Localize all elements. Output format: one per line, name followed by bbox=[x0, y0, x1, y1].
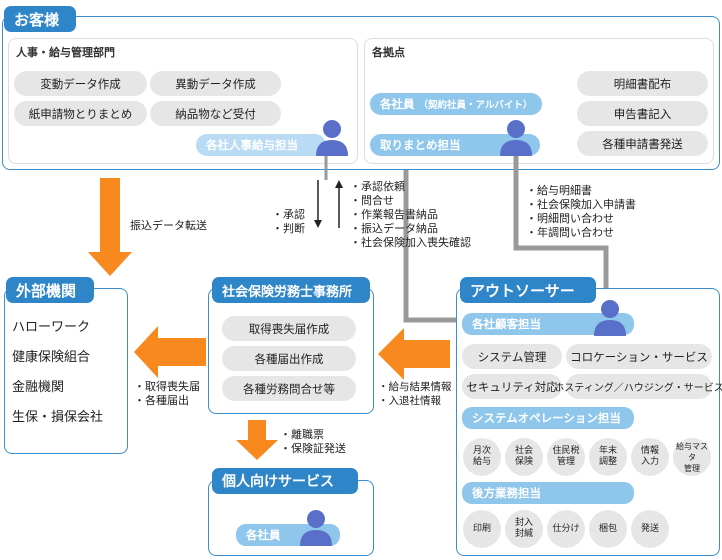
person-icon bbox=[300, 510, 332, 546]
client-item: システム管理 bbox=[462, 344, 562, 369]
flow-personal-item: ・保険証発送 bbox=[280, 442, 346, 455]
back-item: 発送 bbox=[631, 510, 669, 548]
flow-transfer: 振込データ転送 bbox=[130, 219, 207, 232]
sites-title: 各拠点 bbox=[372, 46, 405, 59]
flow-to-personal: ・離職票 ・保険証発送 bbox=[280, 428, 346, 456]
personal-title: 個人向けサービス bbox=[212, 468, 358, 494]
customer-title: お客様 bbox=[4, 6, 76, 32]
back-item: 封入 封緘 bbox=[505, 510, 543, 548]
hr-dept-title: 人事・給与管理部門 bbox=[16, 46, 115, 59]
person-icon bbox=[500, 120, 532, 156]
hr-item: 納品物など受付 bbox=[150, 101, 281, 126]
external-item: ハローワーク bbox=[12, 320, 91, 335]
sites-person-sub: （契約社員・アルバイト） bbox=[418, 100, 533, 111]
flow-staff-item: ・給与明細書 bbox=[526, 184, 592, 197]
ops-item: 情報 入力 bbox=[631, 438, 669, 476]
person-icon bbox=[316, 120, 348, 156]
sites-item: 申告書記入 bbox=[577, 101, 708, 126]
hr-item: 異動データ作成 bbox=[150, 71, 281, 96]
office-item: 各種届出作成 bbox=[222, 346, 356, 371]
back-label: 後方業務担当 bbox=[462, 482, 634, 504]
outsourcer-title: アウトソーサー bbox=[460, 277, 596, 303]
office-item: 取得喪失届作成 bbox=[222, 316, 356, 341]
flow-request-item: ・振込データ納品 bbox=[350, 222, 438, 235]
coordinator-label: 取りまとめ担当 bbox=[370, 134, 540, 156]
hr-item: 変動データ作成 bbox=[14, 71, 147, 96]
flow-personal-item: ・離職票 bbox=[280, 428, 324, 441]
external-panel bbox=[4, 288, 128, 454]
external-item: 生保・損保会社 bbox=[12, 410, 104, 425]
sites-item: 各種申請書発送 bbox=[577, 131, 708, 156]
flow-approve: ・承認 ・判断 bbox=[272, 208, 305, 236]
ops-item: 住民税 管理 bbox=[547, 438, 585, 476]
flow-request-item: ・社会保険加入喪失確認 bbox=[350, 236, 471, 249]
ops-item: 月次 給与 bbox=[463, 438, 501, 476]
flow-request-item: ・問合せ bbox=[350, 194, 394, 207]
flow-to-office: ・給与結果情報 ・入退社情報 bbox=[378, 380, 452, 408]
office-item: 各種労務問合せ等 bbox=[222, 376, 356, 401]
external-item: 金融機関 bbox=[12, 380, 65, 395]
sites-person-label: 各社員（契約社員・アルバイト） bbox=[370, 93, 542, 115]
flow-request-item: ・承認依頼 bbox=[350, 180, 405, 193]
client-item: ホスティング／ハウジング・サービス bbox=[554, 374, 722, 399]
flow-staff-item: ・社会保険加入申請書 bbox=[526, 198, 636, 211]
ops-item: 年末 調整 bbox=[589, 438, 627, 476]
flow-external-item: ・各種届出 bbox=[134, 394, 189, 407]
external-title: 外部機関 bbox=[6, 277, 94, 303]
client-label: 各社顧客担当 bbox=[462, 313, 634, 335]
external-item: 健康保険組合 bbox=[12, 350, 91, 365]
flow-request-item: ・作業報告書納品 bbox=[350, 208, 438, 221]
flow-staff-item: ・明細問い合わせ bbox=[526, 212, 614, 225]
client-item: コロケーション・サービス bbox=[566, 344, 712, 369]
client-item: セキュリティ対応 bbox=[462, 374, 562, 399]
office-title: 社会保険労務士事務所 bbox=[212, 277, 370, 303]
flow-approve-item: ・判断 bbox=[272, 222, 305, 235]
flow-approve-item: ・承認 bbox=[272, 208, 305, 221]
sites-person-name: 各社員 bbox=[380, 97, 415, 111]
flow-external-item: ・取得喪失届 bbox=[134, 380, 200, 393]
ops-label: システムオペレーション担当 bbox=[462, 407, 634, 429]
ops-item: 給与マスタ 管理 bbox=[673, 438, 711, 476]
flow-requests: ・承認依頼 ・問合せ ・作業報告書納品 ・振込データ納品 ・社会保険加入喪失確認 bbox=[350, 180, 471, 250]
sites-item: 明細書配布 bbox=[577, 71, 708, 96]
person-icon bbox=[594, 300, 626, 336]
back-item: 仕分け bbox=[547, 510, 585, 548]
flow-to-staff: ・給与明細書 ・社会保険加入申請書 ・明細問い合わせ ・年調問い合わせ bbox=[526, 184, 636, 240]
flow-office-item: ・給与結果情報 bbox=[378, 381, 452, 393]
hr-item: 紙申請物とりまとめ bbox=[14, 101, 147, 126]
hr-person-label: 各社人事給与担当 bbox=[196, 134, 326, 156]
flow-office-item: ・入退社情報 bbox=[378, 395, 441, 407]
flow-staff-item: ・年調問い合わせ bbox=[526, 226, 614, 239]
flow-to-external: ・取得喪失届 ・各種届出 bbox=[134, 380, 200, 408]
ops-item: 社会 保険 bbox=[505, 438, 543, 476]
back-item: 梱包 bbox=[589, 510, 627, 548]
back-item: 印刷 bbox=[463, 510, 501, 548]
